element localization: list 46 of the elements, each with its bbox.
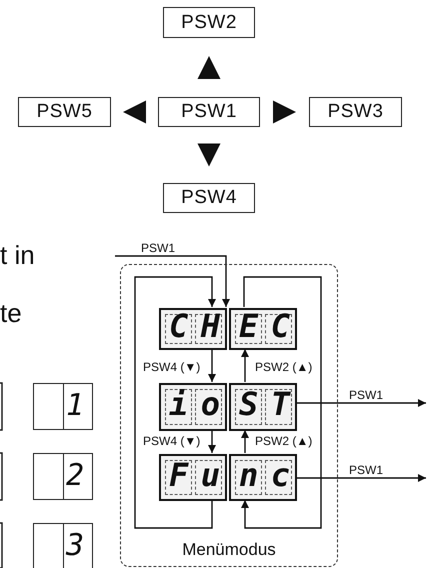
arrow bbox=[296, 474, 426, 482]
direction-triangle-arrow bbox=[198, 144, 220, 166]
direction-triangle-arrow bbox=[123, 100, 146, 124]
key-label-box: PSW3 bbox=[309, 97, 402, 127]
direction-triangle-arrow bbox=[198, 56, 220, 79]
segment-display bbox=[229, 308, 297, 350]
segment-display bbox=[229, 383, 297, 431]
display-reading: Fu bbox=[168, 455, 233, 496]
display-digit: 1 bbox=[66, 387, 84, 425]
key-label-box: PSW4 bbox=[163, 183, 255, 213]
cut-off-text: te bbox=[0, 298, 22, 329]
panel-title: Menümodus bbox=[181, 540, 277, 560]
segment-display bbox=[159, 383, 227, 431]
cut-off-text: t in bbox=[0, 240, 35, 271]
display-reading: nc bbox=[238, 455, 303, 496]
arrow bbox=[241, 349, 249, 382]
edge-label: PSW1 bbox=[348, 463, 384, 477]
segment-display bbox=[159, 308, 227, 350]
arrow bbox=[208, 430, 216, 453]
arrow bbox=[115, 255, 230, 307]
arrow bbox=[241, 276, 322, 529]
segment-display bbox=[159, 454, 227, 501]
edge-label: PSW1 bbox=[140, 241, 176, 255]
digit-display bbox=[33, 453, 93, 500]
edge-label: PSW2 (▲) bbox=[254, 360, 314, 374]
display-reading: io bbox=[168, 384, 233, 425]
direction-triangle-arrow bbox=[273, 100, 296, 124]
display-digit: 2 bbox=[66, 457, 84, 495]
segment-display bbox=[229, 454, 297, 501]
arrow bbox=[296, 399, 426, 407]
digit-display bbox=[33, 383, 93, 430]
display-reading: EC bbox=[238, 308, 303, 345]
key-label-box: PSW2 bbox=[163, 7, 255, 38]
edge-label: PSW1 bbox=[348, 388, 384, 402]
edge-label: PSW4 (▼) bbox=[142, 434, 202, 448]
display-reading: ST bbox=[238, 384, 303, 425]
arrow bbox=[241, 430, 249, 453]
key-label-box: PSW5 bbox=[18, 97, 111, 127]
display-reading: CH bbox=[168, 308, 233, 345]
digit-display bbox=[33, 523, 93, 568]
arrow bbox=[208, 349, 216, 382]
arrow bbox=[134, 276, 216, 529]
display-digit: 3 bbox=[66, 527, 84, 565]
edge-label: PSW2 (▲) bbox=[254, 434, 314, 448]
edge-label: PSW4 (▼) bbox=[142, 360, 202, 374]
key-label-box: PSW1 bbox=[158, 97, 260, 127]
